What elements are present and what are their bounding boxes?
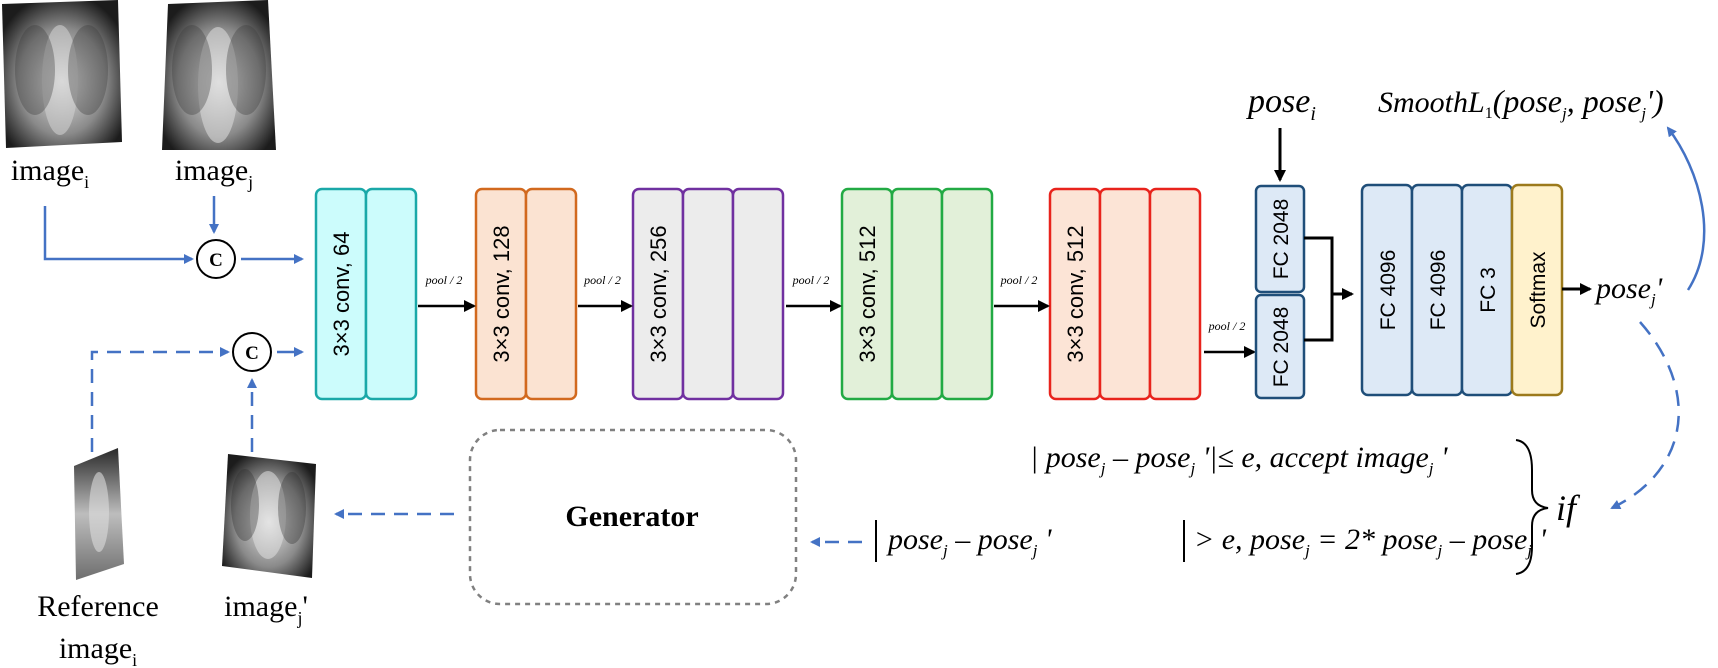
reference-image-thumbnail (74, 448, 124, 580)
pool-label-4: pool / 2 (1000, 273, 1038, 287)
fc-head-3: FC 3 (1460, 183, 1514, 397)
image-i-label: imagei (11, 154, 89, 192)
conv-block-5: 3×3 conv, 512 (1048, 187, 1202, 401)
image-j-thumbnail (162, 0, 276, 150)
pool-arrow-1: pool / 2 (418, 273, 476, 312)
pool-label-1: pool / 2 (425, 273, 463, 287)
conv-block-1-layer-2 (364, 187, 418, 401)
image-j-prime-thumbnail (222, 454, 316, 578)
condition-brace (1515, 439, 1549, 575)
condition-reject-update: > e, posej = 2* posej – posej ' (1194, 523, 1547, 560)
fc-head-3-label: FC 3 (1477, 267, 1500, 313)
reference-label-line2: imagei (59, 632, 137, 668)
fc-merge-bracket (1304, 236, 1354, 342)
conv-block-2-label: 3×3 conv, 128 (489, 225, 514, 362)
conv-block-3: 3×3 conv, 256 (631, 187, 785, 401)
conv-block-5-label: 3×3 conv, 512 (1063, 225, 1088, 362)
pool-arrows: pool / 2 pool / 2 pool / 2 pool / 2 pool / 2 (418, 273, 1256, 358)
conv-block-3-layer-2 (681, 187, 735, 401)
conv-block-2: 3×3 conv, 128 (474, 187, 578, 401)
pose-i-label: posei (1246, 83, 1316, 125)
input-arrows (43, 196, 304, 452)
conv-block-4-layer-3 (940, 187, 994, 401)
fc-2048-bottom: FC 2048 (1254, 293, 1306, 400)
fc-head-4-label: Softmax (1527, 251, 1550, 329)
conv-block-3-label: 3×3 conv, 256 (646, 225, 671, 362)
pool-label-2: pool / 2 (583, 273, 621, 287)
pool-label-3: pool / 2 (792, 273, 830, 287)
conv-block-4-layer-2 (890, 187, 944, 401)
conv-block-3-layer-3 (731, 187, 785, 401)
conv-block-5-layer-2 (1098, 187, 1152, 401)
smoothl1-label: SmoothL1(posej, posej') (1378, 83, 1664, 123)
pool-arrow-4: pool / 2 (994, 273, 1050, 312)
conv-block-2-layer-2 (524, 187, 578, 401)
conv-block-1-label: 3×3 conv, 64 (329, 232, 354, 357)
image-j-prime-label: imagej' (224, 590, 308, 628)
reference-label-line1: Reference (37, 590, 159, 623)
fc-head-1-label: FC 4096 (1377, 250, 1400, 331)
fc-head-blocks: FC 4096 FC 4096 FC 3 Softmax (1360, 183, 1564, 397)
image-i-thumbnail (2, 0, 122, 148)
pool-label-5: pool / 2 (1208, 319, 1246, 333)
pool-arrow-2: pool / 2 (578, 273, 633, 312)
fc-head-1: FC 4096 (1360, 183, 1414, 397)
svg-text:FC 2048: FC 2048 (1270, 307, 1293, 388)
concat-node-top: C (196, 239, 236, 279)
if-label: if (1556, 488, 1581, 528)
pool-arrow-3: pool / 2 (786, 273, 842, 312)
condition-reject: posej – posej ' (886, 523, 1052, 560)
generator-box (468, 428, 798, 606)
svg-text:C: C (209, 250, 223, 271)
condition-accept: | posej – posej '|≤ e, accept imagej ' (1030, 441, 1448, 478)
fc-head-4: Softmax (1510, 183, 1564, 397)
conv-block-4-label: 3×3 conv, 512 (855, 225, 880, 362)
pool-arrow-5: pool / 2 (1204, 319, 1256, 358)
svg-text:C: C (245, 343, 259, 364)
conv-block-4: 3×3 conv, 512 (840, 187, 994, 401)
conv-block-5-layer-3 (1148, 187, 1202, 401)
fc-head-2: FC 4096 (1410, 183, 1464, 397)
loss-feedback-arrow (1666, 126, 1706, 291)
generator-label: Generator (565, 500, 698, 533)
pose-j-prime-output: posej' (1594, 272, 1663, 309)
svg-text:FC 2048: FC 2048 (1270, 199, 1293, 280)
fc-2048-top: FC 2048 (1254, 184, 1306, 294)
fc-head-2-label: FC 4096 (1427, 250, 1450, 331)
condition-arrow (1610, 321, 1680, 510)
concat-node-bottom: C (232, 332, 272, 372)
image-j-label: imagej (175, 154, 253, 192)
conv-blocks: 3×3 conv, 64 3×3 conv, 128 3×3 conv, 256 3×… (314, 187, 1202, 401)
conv-block-1: 3×3 conv, 64 (314, 187, 418, 401)
